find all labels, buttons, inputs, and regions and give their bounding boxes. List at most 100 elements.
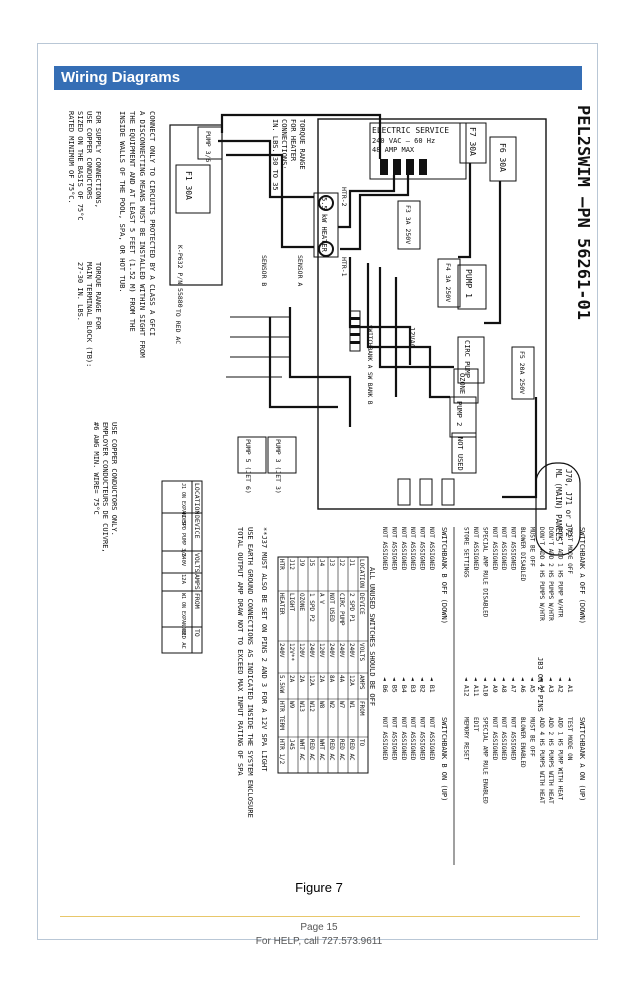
- location-table-header: DEVICE: [358, 593, 365, 615]
- location-table-cell: HTR 1/2: [278, 739, 285, 765]
- sensor-b-label: SENSOR B: [260, 255, 268, 286]
- switchbank-a-on-cell: NOT ASSIGNED: [491, 717, 498, 761]
- switchbank-b-on-cell: NOT ASSIGNED: [419, 717, 426, 761]
- location-table-cell: J1: [348, 559, 355, 567]
- expander-table-cell: 1 SPD PUMP 3/6: [180, 515, 186, 557]
- switchbank-a-on-cell: ADD 1 HS PUMP WITH HEAT: [557, 717, 564, 800]
- terminal-block: [380, 159, 427, 175]
- switchbank-a-on-cell: BLOWER ENABLED: [519, 717, 526, 768]
- location-table-cell: J12: [288, 559, 295, 570]
- location-table-cell: 1 SPD P2: [308, 593, 315, 622]
- torque-note-1-line: TORQUE RANGE: [298, 119, 306, 170]
- pump-5-connector: [237, 436, 267, 474]
- location-table-header: AMPS: [358, 675, 365, 690]
- supply-note-line: FOR SUPPLY CONNECTIONS,: [94, 111, 102, 208]
- location-table-cell: 240V: [348, 643, 355, 658]
- location-table-cell: WHT AC: [318, 739, 325, 761]
- switchbank-label: SWITCHBANK A SW BANK B: [366, 325, 373, 405]
- ml-panels-line: ML (MAIN) PANELS: [554, 469, 563, 542]
- wiring-diagram: PEL2SWIM —PN 56261-01 CONNECT ONLY TO CI…: [50, 97, 593, 887]
- sensor-a-label: SENSOR A: [296, 255, 304, 286]
- switchbank-b-on-header: SWITCHBANK B ON (UP): [440, 717, 448, 801]
- connect-note-line: THE EQUIPMENT AND AT LEAST 5 FEET (1.52 …: [128, 111, 137, 332]
- switchbank-a-off-cell: BLOWER DISABLED: [519, 527, 526, 582]
- location-table-cell: HTR: [278, 559, 285, 570]
- switchbank-a-switch-id: ◄ A5: [528, 677, 536, 693]
- fuse-f1: [175, 164, 211, 214]
- location-table-header: FROM: [358, 701, 365, 716]
- bottom-note-line: USE EARTH GROUND CONNECTIONS AS INDICATE…: [246, 527, 254, 818]
- thin-wires: [226, 316, 290, 378]
- supply-note-line: RATED MINIMUM OF 75°C.: [67, 111, 75, 204]
- switchbank-a-off-cell: SPECIAL AMP RULE DISABLED: [481, 527, 488, 618]
- bottom-note-line: TOTAL OUTPUT AMP DRAW NOT TO EXCEED MAX …: [236, 527, 244, 776]
- location-table-cell: W2: [328, 701, 335, 709]
- switchbank-a-switch-id: ◄ A7: [510, 677, 518, 693]
- switchbank-a-off-header: SWITCHBANK A OFF (DOWN): [578, 527, 586, 624]
- switchbank-a-switch-id: ◄ A3: [547, 677, 555, 693]
- location-table-cell: W1: [348, 701, 355, 709]
- location-table-cell: W12: [308, 701, 315, 712]
- copper-note-line: USE COPPER CONDUCTORS ONLY.: [110, 422, 118, 536]
- kp632-label: K-P632 P/N 55880: [176, 245, 184, 308]
- location-table-cell: J2: [338, 559, 345, 567]
- switchbank-b-off-cell: NOT ASSIGNED: [419, 527, 426, 571]
- circ-pump-box: [457, 336, 485, 384]
- location-table-cell: W9: [288, 701, 295, 709]
- location-table-border: [277, 556, 369, 774]
- ml-connectors: [397, 478, 455, 506]
- pump1-box: [457, 264, 487, 310]
- location-table-cell: A V: [318, 593, 325, 604]
- section-title: Wiring Diagrams: [54, 66, 582, 90]
- pump-3-6-block: [197, 126, 223, 160]
- expander-table-cell: W1 ON EXPANDER: [180, 593, 186, 636]
- location-table-cell: LIGHT: [288, 593, 295, 611]
- switchbank-a-off-cell: NOT ASSIGNED: [510, 527, 517, 571]
- twelve-vac-label: 12VAC: [408, 327, 416, 348]
- location-table-cell: 12V**: [288, 643, 295, 661]
- location-table-cell: RED AC: [348, 739, 355, 761]
- fuse-f1-label: F1 30A: [184, 171, 193, 200]
- copper-note-line: EMPLOYER CONDUCTEURS DE CUIVRE,: [101, 422, 109, 553]
- expander-table-header: DEVICE: [193, 515, 201, 539]
- fuse-f4: [437, 258, 461, 308]
- torque-note-1-line: CONNECTIONS:: [280, 119, 288, 170]
- torque-note-2-line: 27-30 IN. LBS.: [76, 262, 84, 321]
- heater-label: 5.5 kW HEATER: [320, 197, 328, 253]
- location-table-header: LOCATION: [358, 559, 365, 588]
- connect-note-line: INSIDE WALLS OF THE POOL, SPA, OR HOT TU…: [118, 111, 127, 293]
- expander-table-header: LOCATION: [193, 483, 201, 514]
- not-used-box: [451, 432, 477, 474]
- page-number: Page 15: [300, 922, 338, 933]
- footer-rule: [60, 916, 580, 917]
- location-table-cell: 2A: [298, 675, 305, 683]
- main-board: [317, 118, 547, 510]
- to-red-ac-label: TO RED AC: [174, 309, 182, 344]
- expander-table: LOCATION DEVICE VOLTS AMPS FROM TO J1 ON…: [161, 480, 203, 654]
- service-rating: 48 AMP MAX: [372, 146, 415, 154]
- switchbank-b-off-header: SWITCHBANK B OFF (DOWN): [440, 527, 448, 624]
- htr2-label: HTR-2: [340, 187, 348, 207]
- pump-5-label: PUMP 5 (JET 6): [244, 439, 252, 494]
- circ-pump-label: CIRC PUMP: [463, 340, 471, 378]
- switch-dip: [349, 310, 361, 352]
- switchbank-a-on-cell: EDIT: [472, 717, 479, 732]
- switchbank-a-on-cell: MUST BE OFF: [528, 717, 535, 757]
- switchbank-b-switch-id: ◄ B1: [428, 677, 436, 693]
- connect-note-line: A DISCONNECTING MEANS MUST BE INSTALLED …: [138, 111, 147, 358]
- pump2-box: [449, 396, 477, 438]
- switchbank-a-switch-id: ◄ A10: [481, 677, 489, 697]
- htr1-label: HTR-1: [340, 257, 348, 277]
- switchbank-b-switch-id: ◄ B3: [409, 677, 417, 693]
- switchbank-b-switch-id: ◄ B4: [400, 677, 408, 693]
- switchbank-b-note: ALL UNUSED SWITCHES SHOULD BE OFF: [368, 567, 376, 706]
- switchbank-b-off-cell: NOT ASSIGNED: [390, 527, 397, 571]
- switchbank-a-off-cell: STORE SETTINGS: [463, 527, 470, 578]
- fuse-f7-label: F7 30A: [468, 127, 477, 156]
- expander-table-cell: 240V: [180, 553, 186, 567]
- supply-note-line: SIZED ON THE BASIS OF 75°C: [76, 111, 84, 221]
- location-table-cell: 240V: [328, 643, 335, 658]
- pump-3-label: PUMP 3 (JET 3): [274, 439, 282, 494]
- switchbank-a-off-cell: DON'T ADD 2 HS PUMPS W/HTR: [547, 527, 554, 621]
